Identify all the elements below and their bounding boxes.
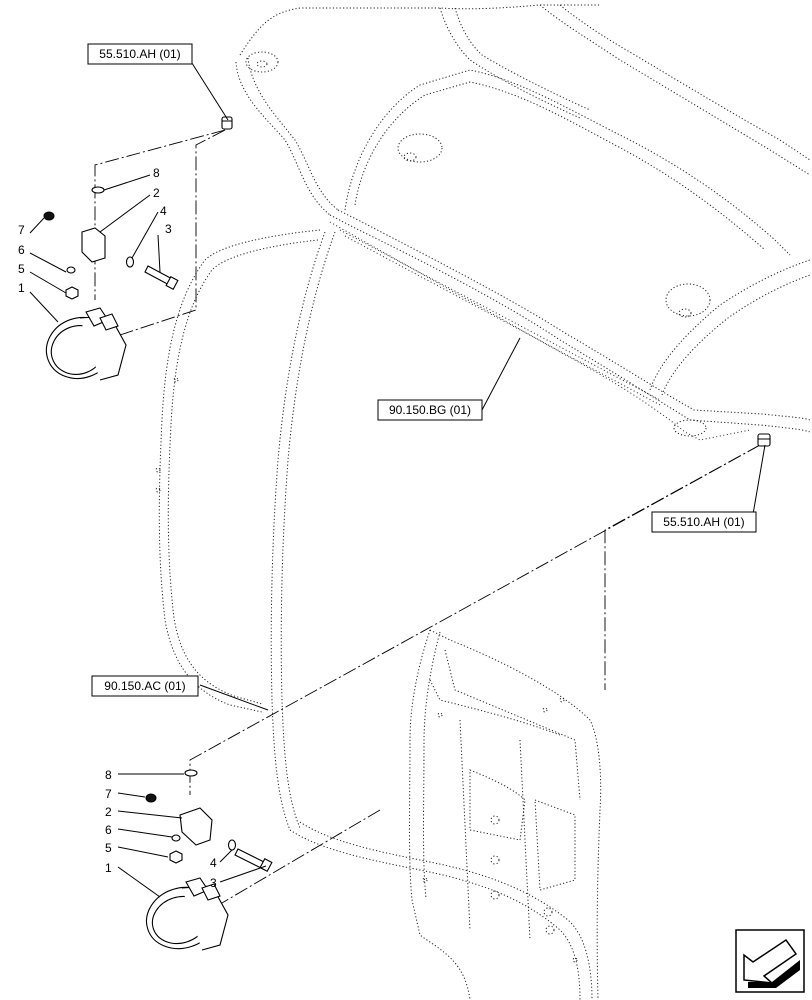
part-number-label: 8 bbox=[105, 768, 112, 782]
washer-part bbox=[91, 186, 105, 194]
nut-part bbox=[43, 211, 55, 221]
upper-lamp-assembly bbox=[43, 116, 233, 381]
lock-washer-part bbox=[125, 256, 135, 268]
bolt-part bbox=[144, 265, 179, 291]
part-number-label: 4 bbox=[160, 204, 167, 218]
callout-roof-panel[interactable]: 90.150.BG (01) bbox=[377, 399, 483, 421]
bracket-part bbox=[179, 807, 213, 846]
nut-part bbox=[145, 793, 157, 803]
part-number-label: 2 bbox=[105, 805, 112, 819]
part-number-label: 8 bbox=[153, 166, 160, 180]
part-number-label: 5 bbox=[105, 841, 112, 855]
bolt-part bbox=[234, 848, 273, 873]
part-number-label: 3 bbox=[165, 222, 172, 236]
rear-body-drawing bbox=[409, 629, 602, 1000]
work-lamp-part bbox=[45, 307, 127, 381]
part-number-label: 6 bbox=[105, 823, 112, 837]
part-number-label: 7 bbox=[105, 787, 112, 801]
washer-part bbox=[184, 769, 198, 777]
part-number-label: 5 bbox=[18, 262, 25, 276]
cab-pillar-drawing bbox=[155, 229, 593, 1000]
cab-roof-drawing bbox=[235, 4, 811, 441]
callout-roof-lamp-right[interactable]: 55.510.AH (01) bbox=[651, 511, 757, 533]
roof-connector-right bbox=[757, 433, 771, 447]
svg-text:90.150.BG (01): 90.150.BG (01) bbox=[389, 403, 471, 417]
upper-part-numbers: 8 2 4 3 7 6 5 1 bbox=[18, 166, 172, 295]
part-number-label: 3 bbox=[210, 876, 217, 890]
svg-text:55.510.AH (01): 55.510.AH (01) bbox=[99, 47, 180, 61]
bracket-part bbox=[81, 227, 106, 263]
arrow-navigation-icon[interactable] bbox=[735, 929, 805, 993]
svg-text:90.150.AC (01): 90.150.AC (01) bbox=[104, 679, 185, 693]
part-number-label: 2 bbox=[153, 186, 160, 200]
lock-washer-part bbox=[227, 839, 237, 851]
part-number-label: 1 bbox=[18, 281, 25, 295]
part-number-label: 4 bbox=[210, 856, 217, 870]
work-lamp-part bbox=[145, 877, 229, 951]
part-number-label: 1 bbox=[105, 861, 112, 875]
roof-connector-upper bbox=[221, 116, 233, 130]
leader-lines bbox=[29, 59, 766, 898]
callout-cab-pillar[interactable]: 90.150.AC (01) bbox=[91, 675, 199, 697]
hex-nut-part bbox=[65, 286, 79, 300]
hex-nut-part bbox=[169, 850, 183, 864]
lower-lamp-assembly bbox=[145, 433, 771, 951]
lower-part-numbers: 8 7 2 6 5 4 3 1 bbox=[105, 768, 217, 890]
part-number-label: 6 bbox=[18, 243, 25, 257]
svg-text:55.510.AH (01): 55.510.AH (01) bbox=[663, 515, 744, 529]
callout-roof-lamp-top[interactable]: 55.510.AH (01) bbox=[87, 43, 193, 65]
spacer-part bbox=[171, 834, 181, 842]
part-number-label: 7 bbox=[18, 223, 25, 237]
spacer-part bbox=[66, 266, 76, 274]
